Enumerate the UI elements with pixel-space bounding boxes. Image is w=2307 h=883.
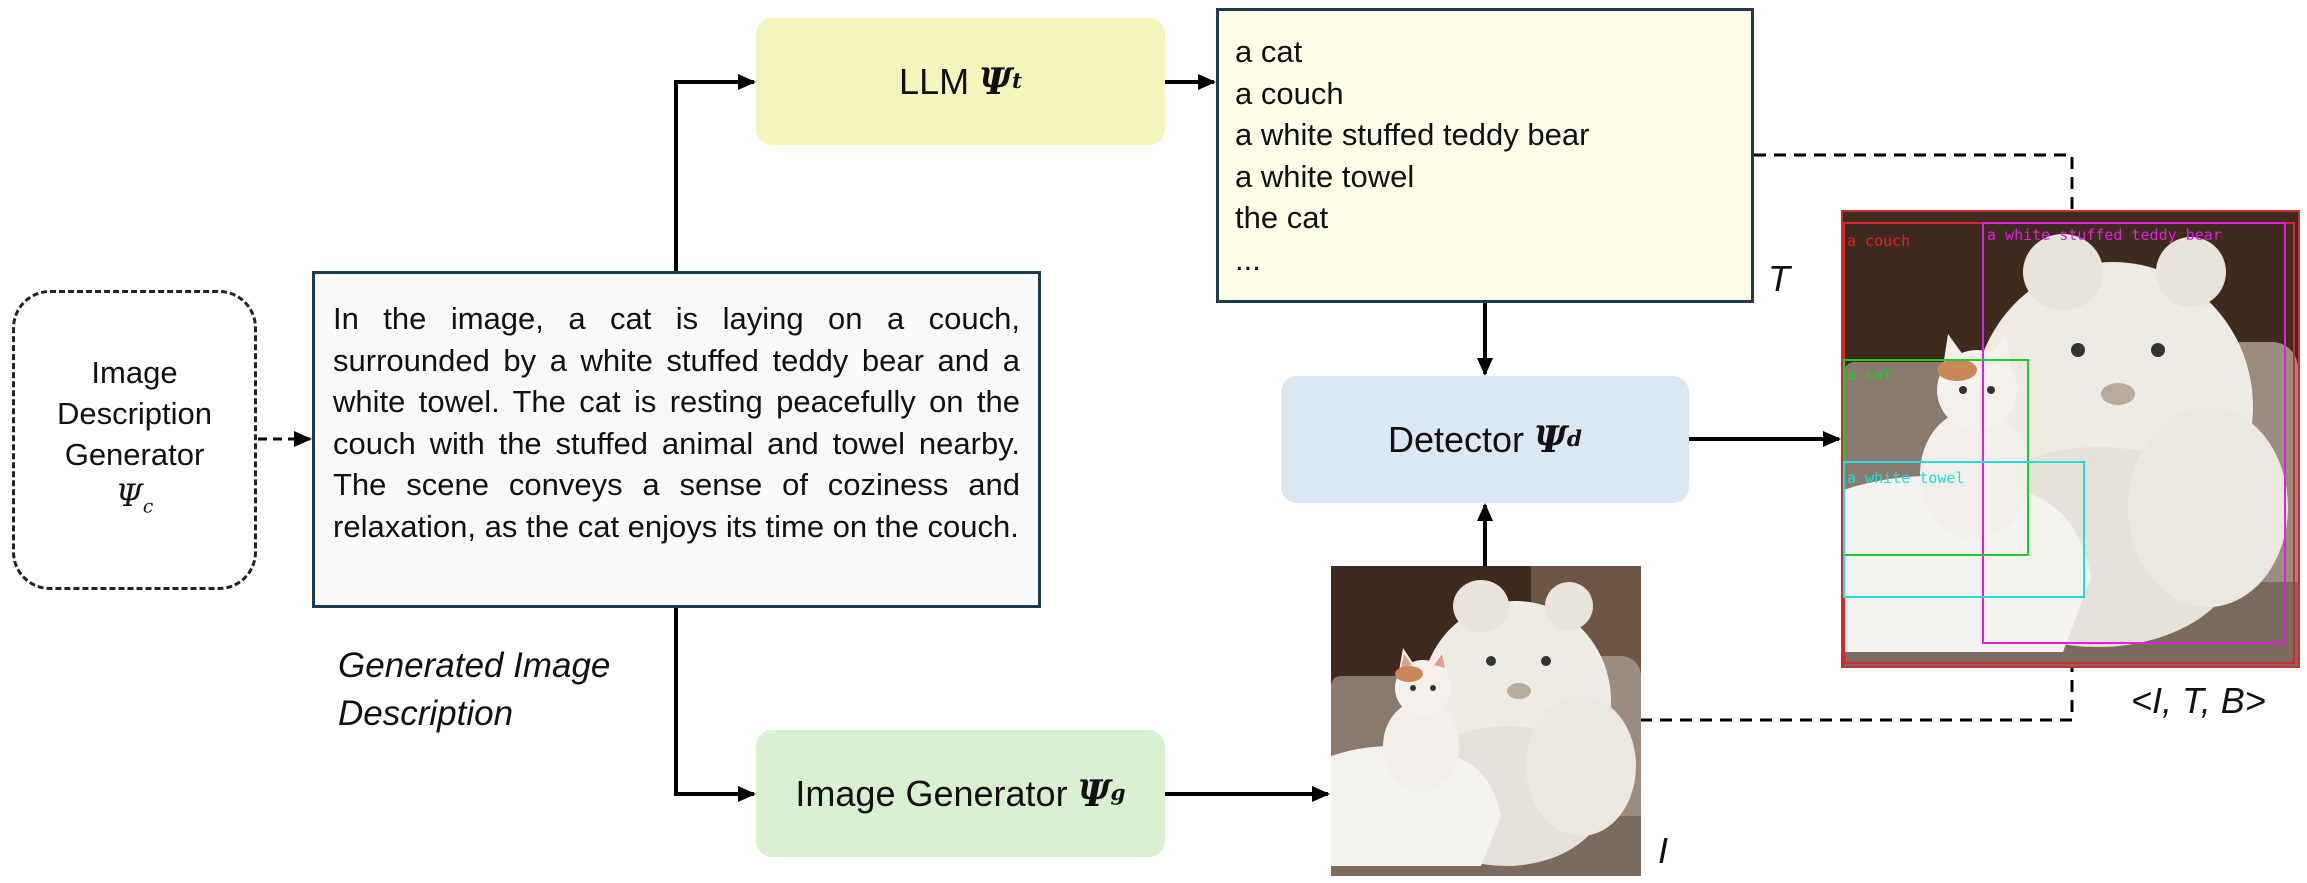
generator-line-1: Image bbox=[91, 355, 178, 391]
output-label: <I, T, B> bbox=[2131, 680, 2266, 721]
output-image: a couch a white stuffed teddy bear a cat… bbox=[1841, 210, 2300, 668]
generator-line-3: Generator bbox=[64, 437, 205, 473]
generator-line-2: Description bbox=[56, 396, 213, 432]
text-item: ... bbox=[1235, 241, 1261, 277]
image-generator-subscript: g bbox=[1110, 781, 1126, 806]
dashed-text-to-output bbox=[1754, 153, 2074, 210]
llm-subscript: t bbox=[1011, 69, 1022, 94]
generator-symbol: Ψc bbox=[115, 478, 154, 518]
detection-label-couch: a couch bbox=[1847, 232, 1910, 250]
generated-description-box: In the image, a cat is laying on a couch… bbox=[312, 271, 1041, 608]
image-label: I bbox=[1658, 830, 1669, 871]
detection-label-cat: a cat bbox=[1847, 366, 1892, 384]
arrow-description-to-llm bbox=[674, 74, 756, 271]
description-text: In the image, a cat is laying on a couch… bbox=[333, 301, 1020, 544]
arrow-description-to-image-generator bbox=[674, 608, 756, 802]
detection-box-cat bbox=[1843, 359, 2029, 556]
text-item: the cat bbox=[1235, 200, 1329, 235]
image-generator-symbol: Ψ bbox=[1077, 772, 1111, 815]
detection-label-towel: a white towel bbox=[1847, 469, 1964, 487]
text-list-box: a cat a couch a white stuffed teddy bear… bbox=[1216, 8, 1754, 303]
text-item: a cat bbox=[1235, 34, 1303, 69]
caption-line-2: Description bbox=[338, 694, 514, 733]
text-item: a white stuffed teddy bear bbox=[1235, 117, 1590, 152]
detector-label: Detector bbox=[1387, 418, 1525, 460]
text-item: a couch bbox=[1235, 75, 1344, 111]
detector-subscript: d bbox=[1566, 427, 1583, 452]
text-list-label: T bbox=[1768, 258, 1790, 299]
generated-image bbox=[1331, 566, 1641, 876]
image-generator-label: Image Generator bbox=[795, 772, 1068, 814]
image-description-generator: Image Description Generator Ψc bbox=[12, 290, 257, 590]
detection-box-teddy bbox=[1982, 222, 2286, 644]
detection-label-teddy: a white stuffed teddy bear bbox=[1987, 226, 2222, 244]
detector-symbol: Ψ bbox=[1534, 418, 1567, 461]
text-item: a white towel bbox=[1235, 158, 1415, 194]
description-caption: Generated Image Description bbox=[338, 642, 610, 738]
caption-line-1: Generated Image bbox=[338, 646, 611, 685]
llm-label: LLM bbox=[899, 60, 970, 102]
detection-box-towel bbox=[1843, 461, 2085, 598]
llm-symbol: Ψ bbox=[979, 60, 1012, 103]
dashed-image-to-output bbox=[1640, 668, 2074, 722]
